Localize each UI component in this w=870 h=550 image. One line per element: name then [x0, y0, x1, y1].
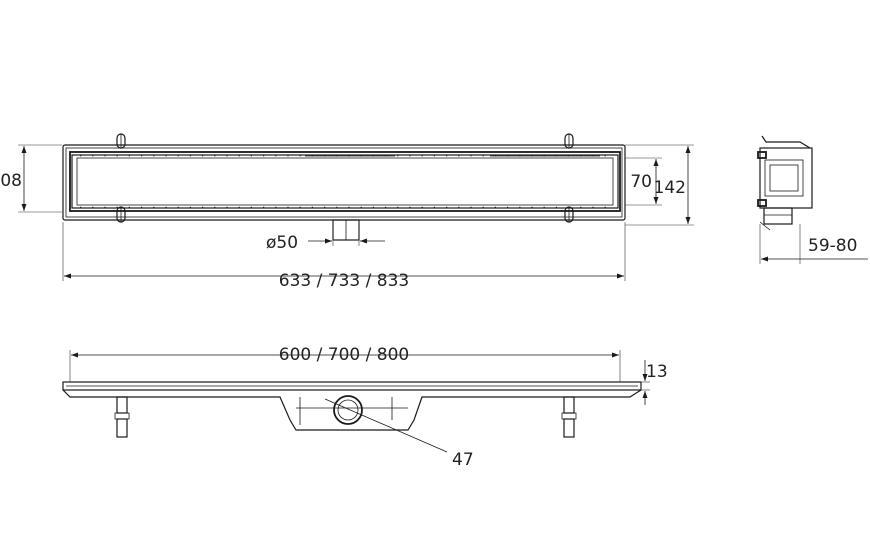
- outlet-pipe: [332, 219, 360, 241]
- top-view: [62, 133, 626, 241]
- mounting-lug-top-left: [116, 133, 126, 149]
- dim-grate-length: 600 / 700 / 800: [69, 345, 621, 382]
- dim-label-142: 142: [654, 178, 686, 198]
- dim-grate-thickness: 13: [641, 360, 668, 405]
- dim-108: 108: [0, 144, 62, 213]
- dim-142: 142: [625, 144, 694, 226]
- front-view: [62, 381, 642, 438]
- adjustable-foot-left: [114, 396, 130, 438]
- dim-label-overall-length: 633 / 733 / 833: [279, 271, 409, 291]
- outlet-circle: [333, 395, 363, 425]
- dim-label-grate-length: 600 / 700 / 800: [279, 345, 409, 365]
- dim-label-grate-thickness: 13: [646, 362, 668, 382]
- mounting-lug-bottom-left: [116, 206, 126, 223]
- dim-label-outlet-diameter: ø50: [266, 233, 298, 253]
- leader-47: 47: [324, 398, 474, 470]
- mounting-lug-bottom-right: [564, 206, 574, 223]
- adjustable-foot-right: [561, 396, 577, 438]
- side-section-view: [757, 135, 813, 231]
- dim-label-47: 47: [452, 450, 474, 470]
- dim-overall-length: 633 / 733 / 833: [62, 222, 626, 291]
- dim-adjustable-height: 59-80: [759, 224, 868, 264]
- mounting-lug-top-right: [564, 133, 574, 149]
- dim-outlet-diameter: ø50: [266, 220, 385, 253]
- dim-label-70: 70: [630, 172, 652, 192]
- dim-label-adjustable-height: 59-80: [808, 236, 857, 256]
- dim-label-108: 108: [0, 171, 22, 191]
- dim-70: 70: [625, 157, 662, 206]
